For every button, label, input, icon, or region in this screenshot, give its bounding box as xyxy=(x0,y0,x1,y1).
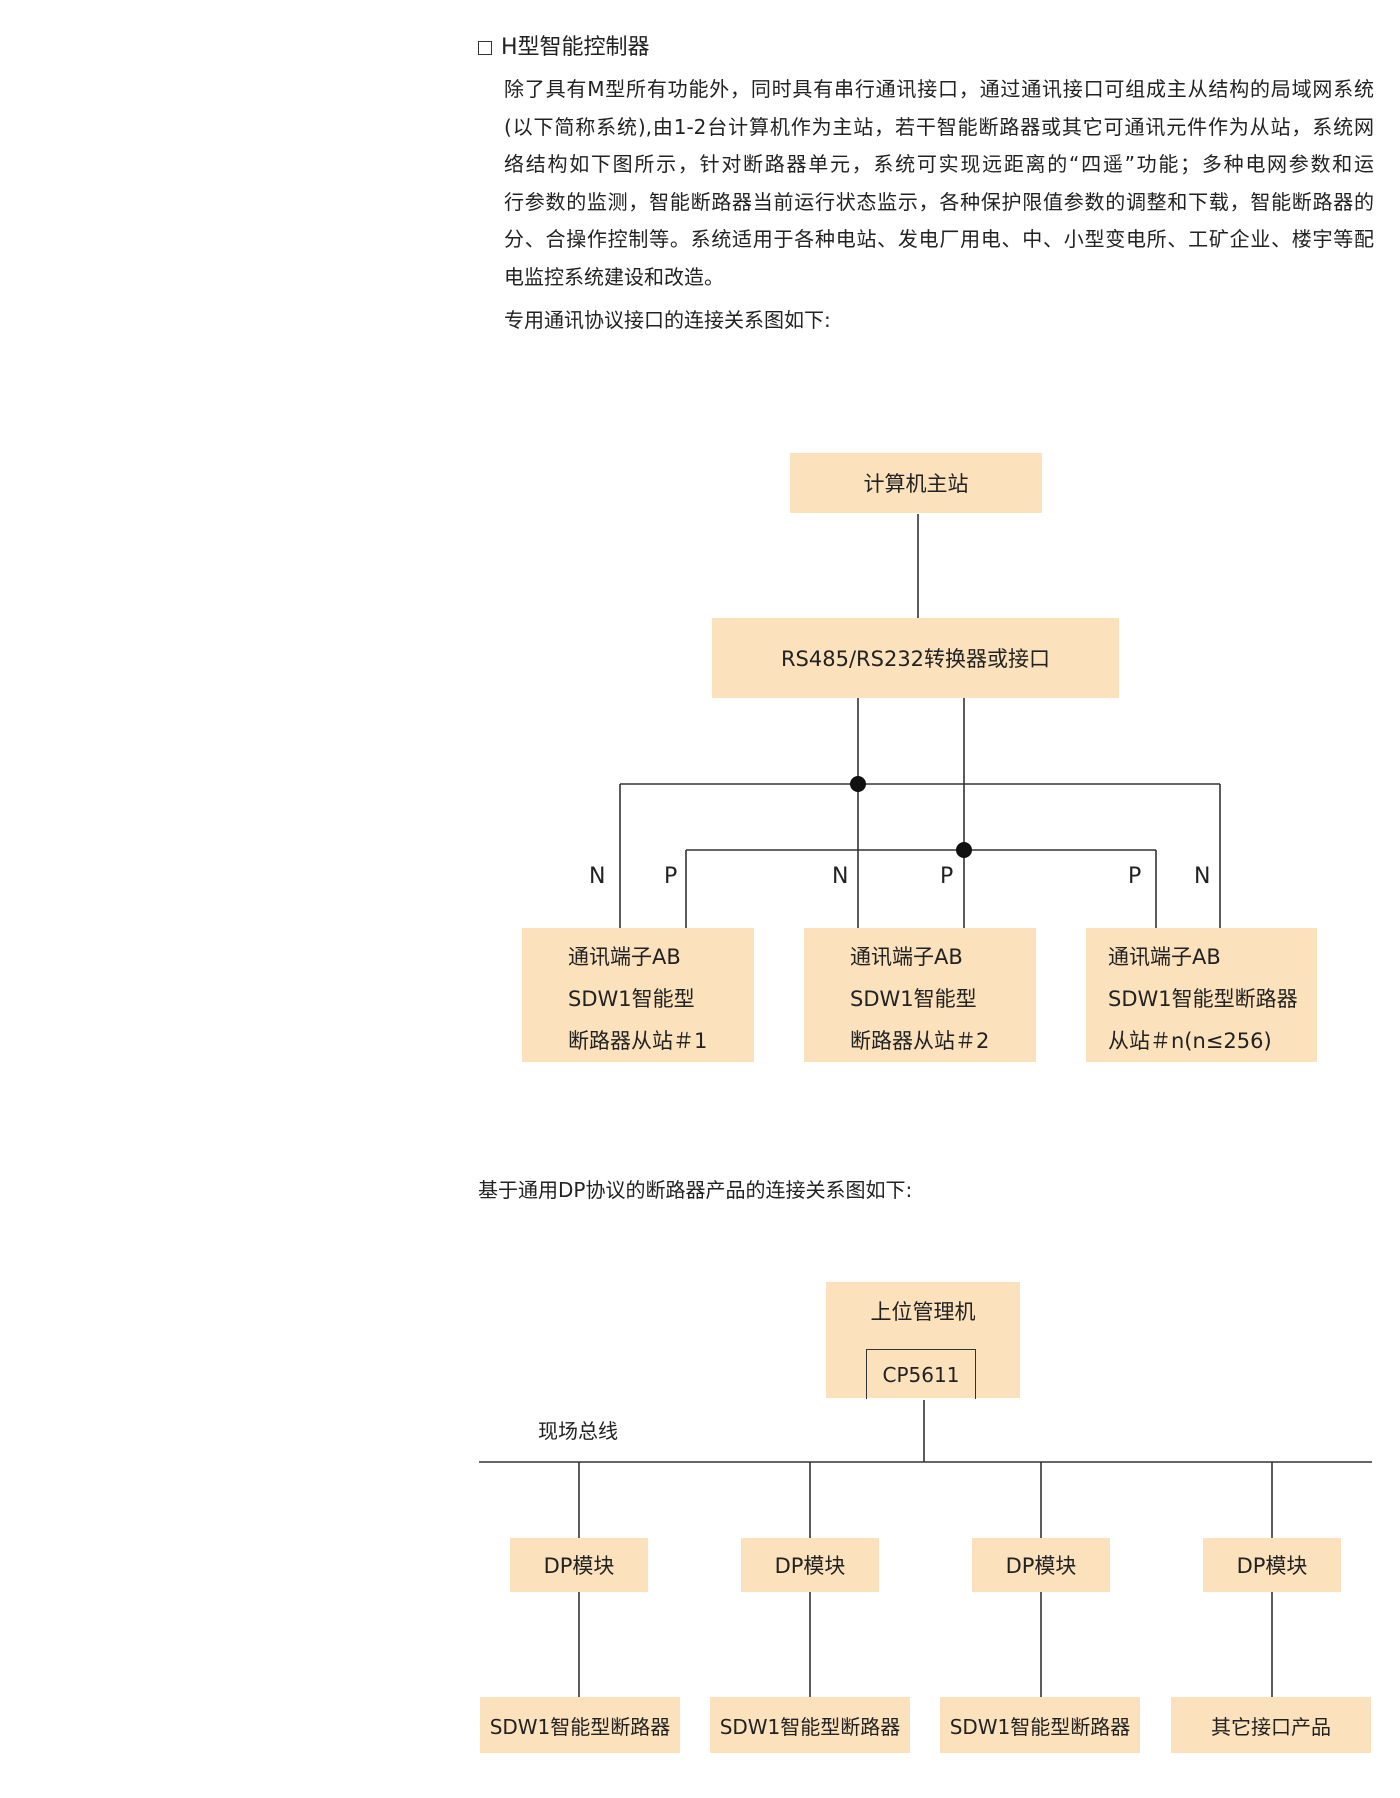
section-heading: H型智能控制器 xyxy=(478,34,650,62)
checkbox-icon xyxy=(478,41,492,55)
label-p-slave2: P xyxy=(940,864,954,889)
device-box-4: 其它接口产品 xyxy=(1171,1697,1371,1753)
paragraph-line: (以下简称系统),由1-2台计算机作为主站，若干智能断路器或其它可通讯元件作为从… xyxy=(504,114,1374,139)
label-p-slave1: P xyxy=(664,864,678,889)
paragraph-line: 行参数的监测，智能断路器当前运行状态监示，各种保护限值参数的调整和下载，智能断路… xyxy=(504,189,1374,214)
master-station-box: 计算机主站 xyxy=(790,453,1042,513)
paragraph-line: 除了具有M型所有功能外，同时具有串行通讯接口，通过通讯接口可组成主从结构的局域网… xyxy=(504,77,1374,101)
slave-station-box-2: 通讯端子AB SDW1智能型 断路器从站＃2 xyxy=(804,928,1036,1062)
host-computer-box: 上位管理机 CP5611 xyxy=(826,1282,1020,1399)
heading-text: H型智能控制器 xyxy=(501,35,650,60)
dp-module-box-4: DP模块 xyxy=(1203,1538,1341,1592)
label-n-slave2: N xyxy=(832,864,849,889)
slave-line: SDW1智能型 xyxy=(850,987,977,1011)
junction-dot-b xyxy=(956,842,972,858)
slave-station-box-1: 通讯端子AB SDW1智能型 断路器从站＃1 xyxy=(522,928,754,1062)
slave-line: 断路器从站＃2 xyxy=(850,1029,990,1053)
slave-station-box-n: 通讯端子AB SDW1智能型断路器 从站＃n(n≤256) xyxy=(1086,928,1317,1062)
description-paragraph: 除了具有M型所有功能外，同时具有串行通讯接口，通过通讯接口可组成主从结构的局域网… xyxy=(504,71,1374,296)
label-n-slave1: N xyxy=(589,864,606,889)
field-bus-label: 现场总线 xyxy=(538,1419,618,1443)
paragraph-line: 分、合操作控制等。系统适用于各种电站、发电厂用电、中、小型变电所、工矿企业、楼宇… xyxy=(504,227,1374,251)
label-n-slave3: N xyxy=(1194,864,1211,889)
dp-module-box-1: DP模块 xyxy=(510,1538,648,1592)
label-p-slave3: P xyxy=(1128,864,1142,889)
device-box-2: SDW1智能型断路器 xyxy=(710,1697,910,1753)
converter-box: RS485/RS232转换器或接口 xyxy=(712,618,1119,698)
paragraph-line: 电监控系统建设和改造。 xyxy=(504,264,724,289)
dp-module-box-2: DP模块 xyxy=(741,1538,879,1592)
slave-line: 从站＃n(n≤256) xyxy=(1108,1029,1272,1053)
diagram2-caption: 基于通用DP协议的断路器产品的连接关系图如下: xyxy=(478,1178,913,1202)
host-label: 上位管理机 xyxy=(870,1300,976,1324)
paragraph-line: 络结构如下图所示，针对断路器单元，系统可实现远距离的“四遥”功能；多种电网参数和… xyxy=(504,152,1374,176)
slave-line: SDW1智能型断路器 xyxy=(1108,987,1298,1011)
cp5611-card: CP5611 xyxy=(866,1349,976,1399)
slave-line: 通讯端子AB xyxy=(850,945,963,969)
slave-line: 断路器从站＃1 xyxy=(568,1029,708,1053)
slave-line: 通讯端子AB xyxy=(1108,945,1221,969)
dp-module-box-3: DP模块 xyxy=(972,1538,1110,1592)
diagram1-caption: 专用通讯协议接口的连接关系图如下: xyxy=(504,308,831,332)
junction-dot-a xyxy=(850,776,866,792)
device-box-3: SDW1智能型断路器 xyxy=(940,1697,1140,1753)
device-box-1: SDW1智能型断路器 xyxy=(480,1697,680,1753)
slave-line: 通讯端子AB xyxy=(568,945,681,969)
slave-line: SDW1智能型 xyxy=(568,987,695,1011)
